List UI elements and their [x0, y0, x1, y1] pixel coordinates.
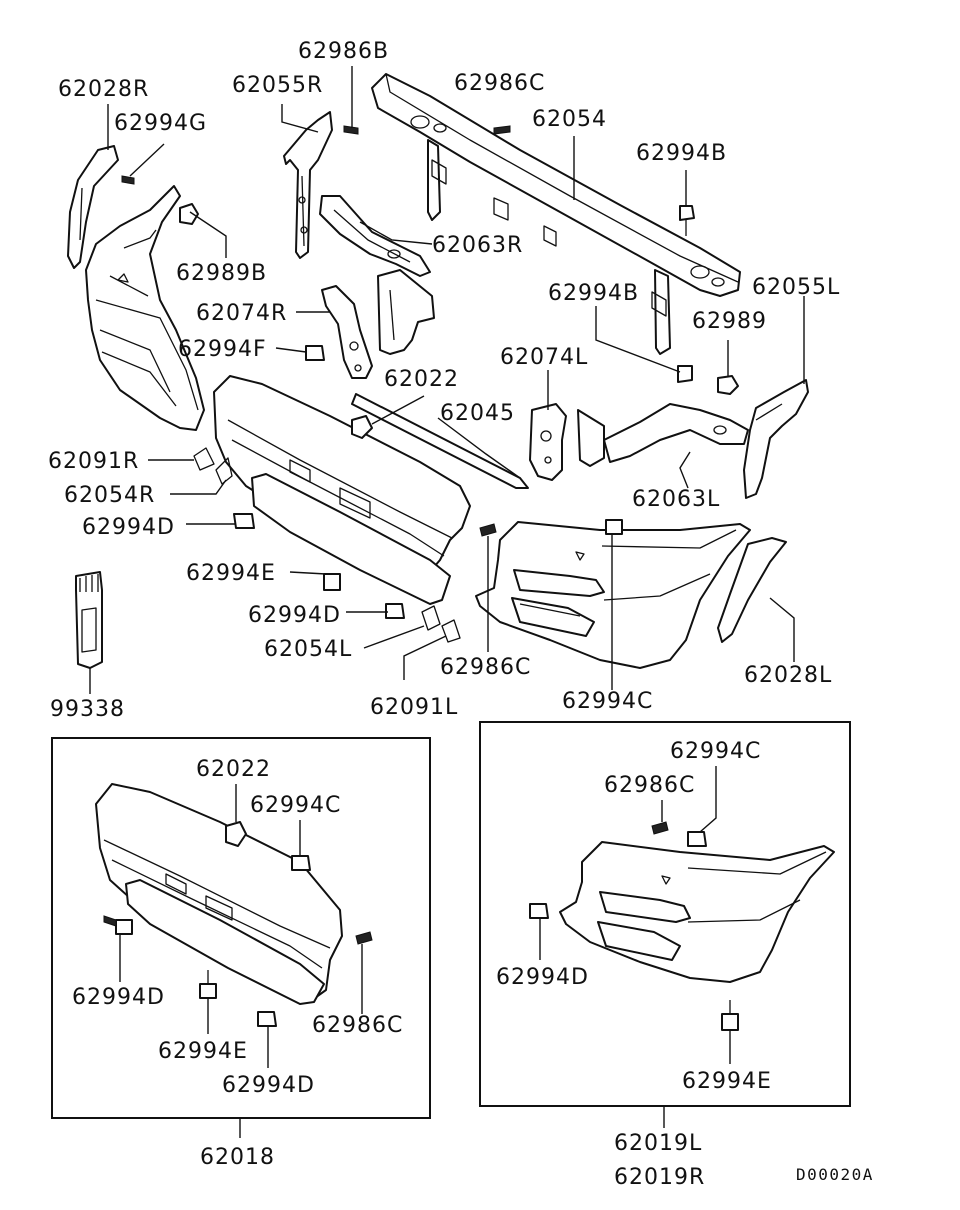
- bracket-upper-r: [377, 269, 435, 355]
- bracket-62055R: [283, 111, 333, 259]
- label-box1-62986C: 62986C: [312, 1013, 403, 1038]
- label-62054R: 62054R: [64, 483, 155, 508]
- assembly-box-62019: [479, 721, 851, 1107]
- label-62986C-mid: 62986C: [440, 655, 531, 680]
- label-box1-62994C: 62994C: [250, 793, 341, 818]
- label-62091R: 62091R: [48, 449, 139, 474]
- label-62028R: 62028R: [58, 77, 149, 102]
- diagram-code: D00020A: [796, 1165, 874, 1184]
- label-62054: 62054: [532, 107, 607, 132]
- bracket-62074L: [529, 403, 567, 481]
- sealant-tube-99338: [75, 571, 103, 669]
- label-62063L: 62063L: [632, 487, 720, 512]
- label-assembly-62019R: 62019R: [614, 1165, 705, 1190]
- radiator-support-crossmember: [371, 73, 741, 355]
- label-62989: 62989: [692, 309, 767, 334]
- bracket-62074R: [321, 285, 373, 379]
- label-box1-62994E: 62994E: [158, 1039, 248, 1064]
- side-extension-62028L: [717, 537, 787, 643]
- box2-assembly-drawing: [529, 821, 835, 1031]
- bumper-cover-main: [85, 185, 205, 431]
- box2-leaders: [539, 766, 731, 1128]
- bracket-62063L: [577, 403, 749, 467]
- label-62022: 62022: [384, 367, 459, 392]
- label-box1-62994D-a: 62994D: [72, 985, 165, 1010]
- label-62054L: 62054L: [264, 637, 352, 662]
- label-62986C-top: 62986C: [454, 71, 545, 96]
- label-62994G: 62994G: [114, 111, 207, 136]
- label-62028L: 62028L: [744, 663, 832, 688]
- label-62055R: 62055R: [232, 73, 323, 98]
- label-box2-62986C: 62986C: [604, 773, 695, 798]
- leader-lines-main: [89, 66, 805, 694]
- label-99338: 99338: [50, 697, 125, 722]
- label-62994B-mid: 62994B: [548, 281, 639, 306]
- bracket-62055L: [743, 379, 809, 499]
- grille-bar-62045: [351, 393, 529, 489]
- bracket-62063R: [319, 195, 431, 277]
- box1-assembly-drawing: [95, 783, 373, 1027]
- label-62989B: 62989B: [176, 261, 267, 286]
- label-62055L: 62055L: [752, 275, 840, 300]
- label-62994C-mid: 62994C: [562, 689, 653, 714]
- fasteners-main: [121, 125, 739, 643]
- label-box2-62994E: 62994E: [682, 1069, 772, 1094]
- label-62091L: 62091L: [370, 695, 458, 720]
- bumper-center-assembly: [213, 375, 471, 605]
- label-62994B-top: 62994B: [636, 141, 727, 166]
- label-62994E-a: 62994E: [186, 561, 276, 586]
- label-box2-62994D: 62994D: [496, 965, 589, 990]
- assembly-box-62018: [51, 737, 431, 1119]
- label-62994D-b: 62994D: [248, 603, 341, 628]
- label-62045: 62045: [440, 401, 515, 426]
- label-box1-62994D-b: 62994D: [222, 1073, 315, 1098]
- side-extension-62028R: [67, 145, 119, 269]
- label-62994F: 62994F: [178, 337, 267, 362]
- bumper-corner-left: [475, 521, 751, 669]
- label-62986B: 62986B: [298, 39, 389, 64]
- label-62063R: 62063R: [432, 233, 523, 258]
- label-assembly-62019L: 62019L: [614, 1131, 702, 1156]
- label-62074L: 62074L: [500, 345, 588, 370]
- label-62074R: 62074R: [196, 301, 287, 326]
- box1-leaders: [119, 784, 363, 1138]
- label-box1-62022: 62022: [196, 757, 271, 782]
- label-assembly-62018: 62018: [200, 1145, 275, 1170]
- label-62994D-a: 62994D: [82, 515, 175, 540]
- part-labels: 62028R 62994G 62055R 62986B 62986C 62054…: [48, 39, 874, 1190]
- label-box2-62994C: 62994C: [670, 739, 761, 764]
